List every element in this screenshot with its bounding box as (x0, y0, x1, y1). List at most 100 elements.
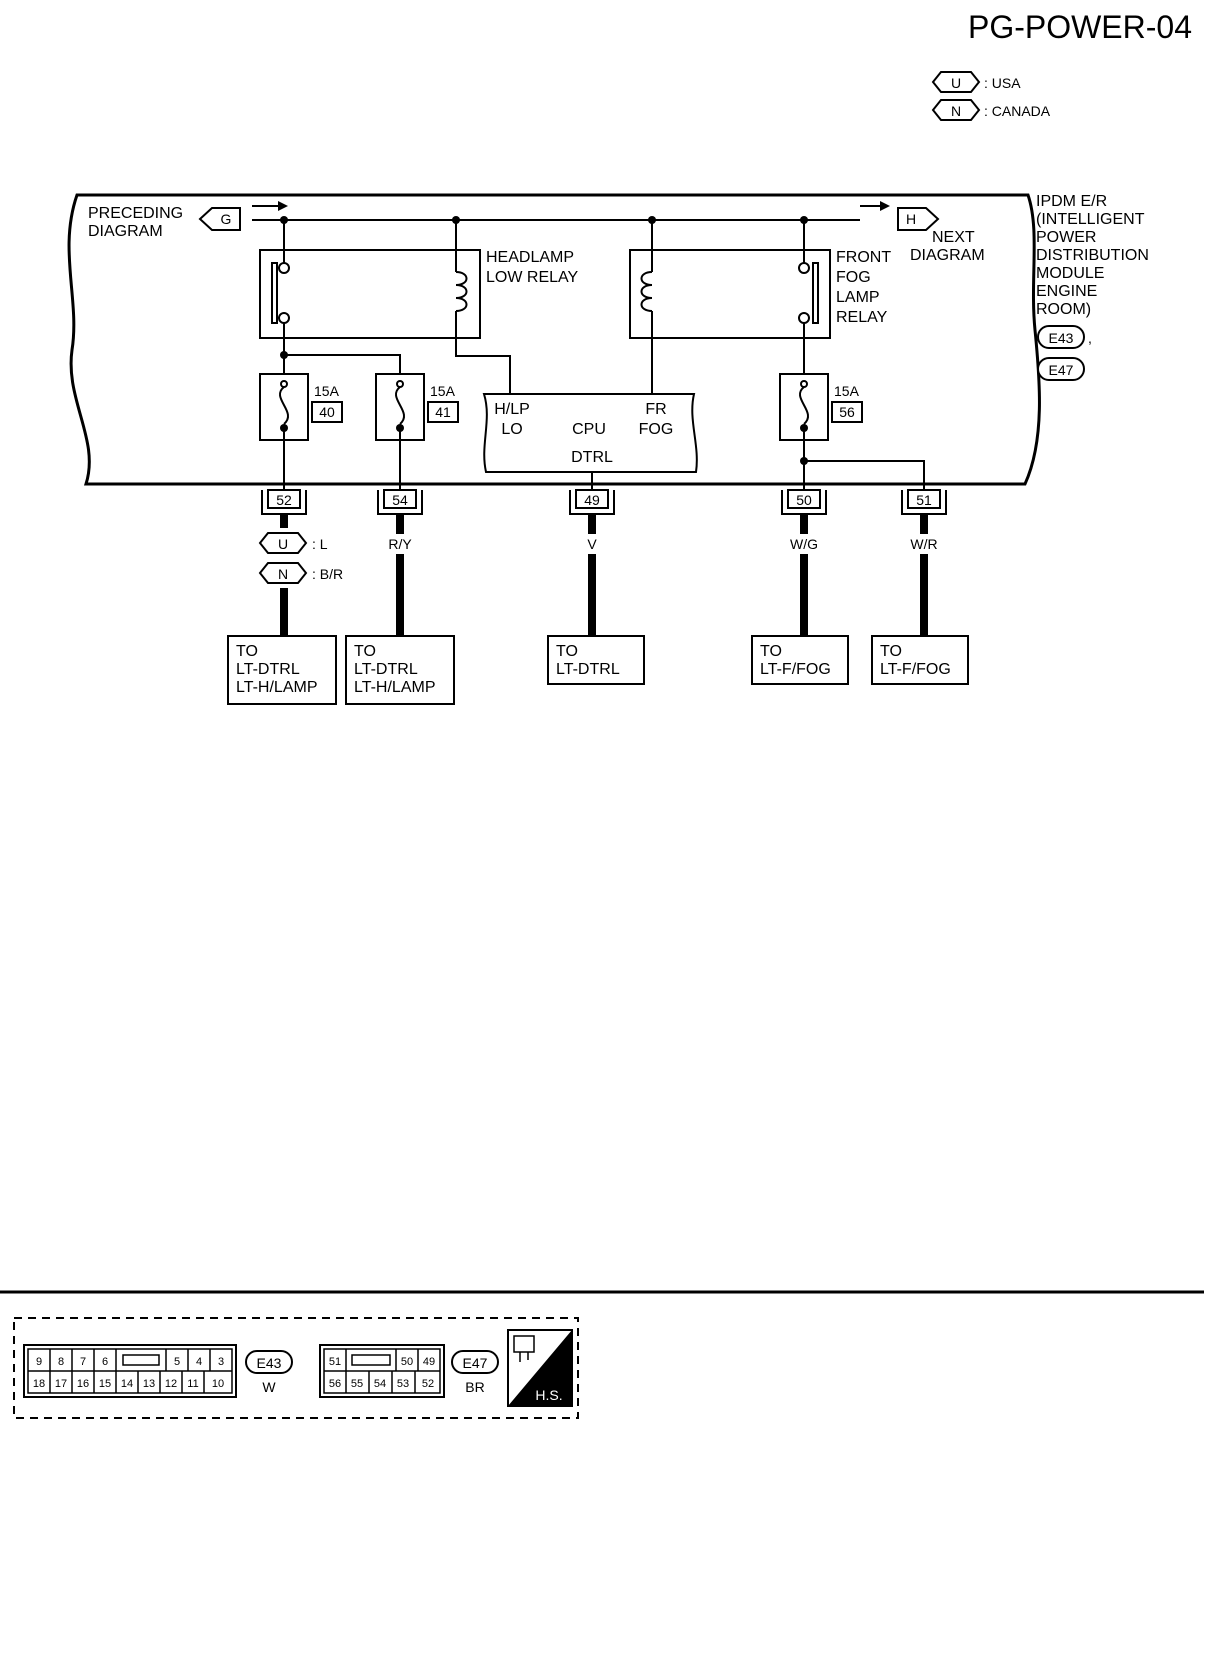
destination-5-to: TO (880, 643, 902, 660)
fuse-56-number-box (831, 401, 863, 423)
destination-2-box (345, 635, 455, 705)
terminal-49-label: 49 (584, 492, 600, 508)
wire-52-canada-color: : B/R (312, 566, 343, 582)
module-connector-e43: E43 (1049, 330, 1074, 346)
e47-pin-50: 50 (401, 1356, 413, 1368)
fog-relay-contact-bottom (798, 312, 810, 324)
e43-bottom-row: 18 17 16 15 14 13 12 11 10 (33, 1371, 224, 1393)
e47-key-slot (351, 1354, 391, 1366)
destination-2-to: TO (354, 643, 376, 660)
harness-side-icon: H.S. (507, 1329, 573, 1407)
wire-fuse56-to-t51 (804, 460, 925, 490)
fuse-41-number-box (427, 401, 459, 423)
headlamp-relay-label-2: LOW RELAY (486, 269, 579, 286)
e43-pin-10: 10 (212, 1378, 224, 1390)
next-label-2: DIAGRAM (910, 247, 985, 264)
destination-3-to: TO (556, 643, 578, 660)
destination-1-b: LT-H/LAMP (236, 679, 318, 696)
fog-relay-label-1: FRONT (836, 249, 891, 266)
destination-5-box (871, 635, 969, 685)
destination-5: TO LT-F/FOG (871, 635, 969, 685)
destination-1-a: LT-DTRL (236, 661, 300, 678)
cpu-label: CPU (572, 421, 606, 438)
terminal-52-label: 52 (276, 492, 292, 508)
destination-1: TO LT-DTRL LT-H/LAMP (227, 635, 337, 705)
e47-id-badge (451, 1350, 499, 1374)
destination-3-a: LT-DTRL (556, 661, 620, 678)
e43-id-badge (245, 1350, 293, 1374)
wire-51-color: W/R (910, 536, 937, 552)
wire-52-usa-code: U (278, 536, 288, 552)
fuse-56-element (798, 386, 810, 425)
fuse-40-number-box (311, 401, 343, 423)
connector-views-panel: 9 8 7 6 5 4 3 18 17 16 15 (13, 1317, 579, 1419)
next-label-1: NEXT (932, 229, 975, 246)
legend-canada-code: N (951, 103, 961, 119)
wire-49-color: V (587, 536, 597, 552)
headlamp-relay-contact-bottom (278, 312, 290, 324)
fog-relay-contact-top (798, 262, 810, 274)
module-line-3: POWER (1036, 229, 1096, 246)
e43-color: W (262, 1379, 276, 1395)
terminal-49: 49 (569, 489, 615, 515)
hs-icon-connector-glyph (513, 1335, 535, 1353)
connector-g-symbol (198, 207, 241, 231)
hs-label: H.S. (535, 1387, 562, 1403)
destination-2-a: LT-DTRL (354, 661, 418, 678)
module-connector-e47: E47 (1049, 362, 1074, 378)
fuse-40-element (278, 386, 290, 425)
module-connector-e43-badge (1037, 325, 1085, 349)
wire-headlamp-coil-to-cpu (455, 311, 511, 394)
e47-pin-55: 55 (351, 1378, 363, 1390)
module-line-2: (INTELLIGENT (1036, 211, 1145, 228)
preceding-label-2: DIAGRAM (88, 223, 163, 240)
e43-pin-3: 3 (218, 1356, 224, 1368)
connector-g-label: G (221, 211, 232, 227)
e43-pin-7: 7 (80, 1356, 86, 1368)
legend-canada-symbol (931, 99, 981, 121)
e43-pin-14: 14 (121, 1378, 133, 1390)
module-line-5: MODULE (1036, 265, 1104, 282)
wire-51-label-mask (900, 534, 948, 554)
wire-50-color: W/G (790, 536, 818, 552)
destination-1-to: TO (236, 643, 258, 660)
legend-usa-symbol (931, 71, 981, 93)
fuse-40-amp: 15A (314, 383, 340, 399)
fuse-56-top-contact (800, 380, 808, 388)
terminal-54: 54 (377, 489, 423, 515)
e47-pin-53: 53 (397, 1378, 409, 1390)
fuse-56: 15A 56 (779, 373, 863, 441)
fuse-56-amp: 15A (834, 383, 860, 399)
terminal-52: 52 (261, 489, 307, 515)
terminal-54-label: 54 (392, 492, 408, 508)
destination-4-a: LT-F/FOG (760, 661, 831, 678)
e43-key-slot (122, 1354, 160, 1366)
destination-4: TO LT-F/FOG (751, 635, 849, 685)
terminal-52-box (267, 489, 301, 509)
arrow-to-preceding-head (278, 201, 288, 211)
connector-views-frame (13, 1317, 579, 1419)
fog-relay-label-3: LAMP (836, 289, 880, 306)
e43-pin-15: 15 (99, 1378, 111, 1390)
e47-pin-49: 49 (423, 1356, 435, 1368)
fuse-41-amp: 15A (430, 383, 456, 399)
fuse-40-number: 40 (319, 404, 335, 420)
wire-52-canada-symbol (258, 562, 308, 584)
fog-relay-coil (640, 271, 653, 312)
destination-4-to: TO (760, 643, 782, 660)
module-line-7: ROOM) (1036, 301, 1091, 318)
preceding-diagram: PRECEDING DIAGRAM G (88, 201, 288, 240)
module-connector-separator: , (1088, 330, 1092, 346)
destination-4-box (751, 635, 849, 685)
e43-pin-16: 16 (77, 1378, 89, 1390)
fuse-56-number: 56 (839, 404, 855, 420)
e47-pin-52: 52 (422, 1378, 434, 1390)
module-line-4: DISTRIBUTION (1036, 247, 1149, 264)
fuse-41-element (394, 386, 406, 425)
module-connector-e47-badge (1037, 357, 1085, 381)
hs-icon-diagonal-fill (508, 1330, 572, 1406)
wire-to-fuse-41 (284, 354, 401, 380)
connector-e43-view: 9 8 7 6 5 4 3 18 17 16 15 (23, 1344, 293, 1398)
headlamp-relay-label-1: HEADLAMP (486, 249, 574, 266)
